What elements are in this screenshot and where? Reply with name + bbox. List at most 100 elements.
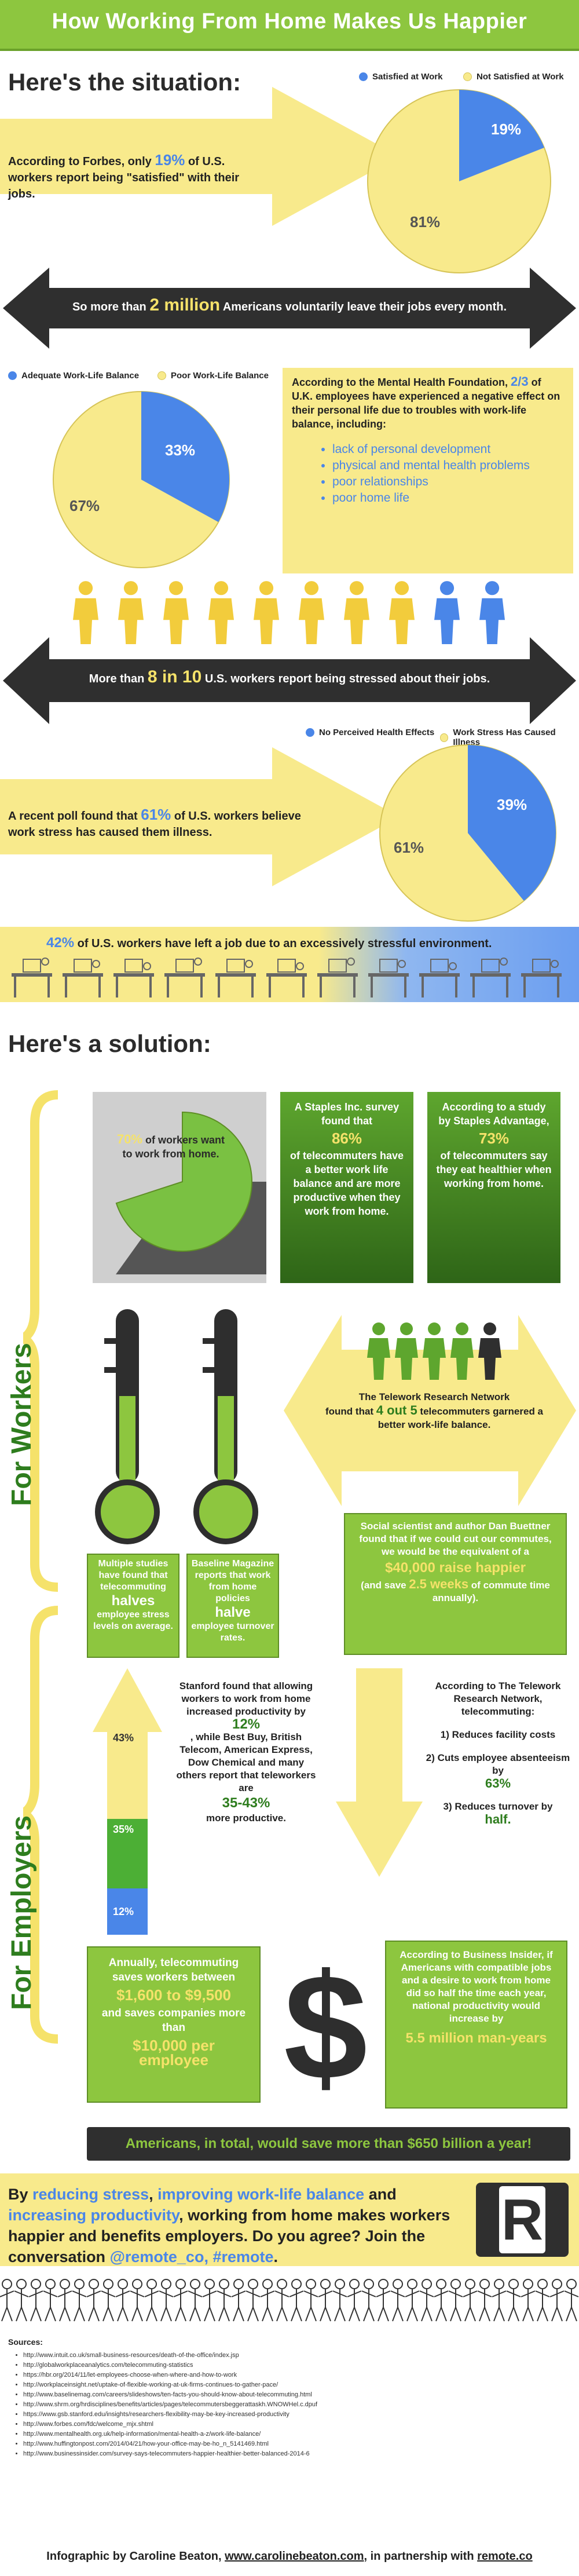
crowd-person-icon — [72, 2279, 87, 2322]
pie-slice-no-effects — [468, 745, 556, 901]
blue-dot-icon — [8, 371, 17, 380]
down-arrow-icon — [336, 1668, 423, 1877]
big-arrow-right-icon — [0, 747, 400, 886]
person-icon — [73, 581, 98, 644]
crowd-illustration — [0, 2279, 579, 2322]
desk-icon — [266, 959, 307, 997]
source-link[interactable]: http://www.businessinsider.com/survey-sa… — [23, 2449, 567, 2459]
crowd-person-icon — [231, 2279, 246, 2322]
page-title: How Working From Home Makes Us Happier — [52, 9, 527, 34]
crowd-person-icon — [303, 2279, 318, 2322]
pie3-label-b: 61% — [394, 839, 424, 856]
legend-adequate: Adequate Work-Life Balance — [8, 371, 139, 381]
crowd-person-icon — [0, 2279, 14, 2322]
desk-icon — [317, 958, 358, 997]
crowd-person-icon — [57, 2279, 72, 2322]
double-arrow-icon — [3, 268, 576, 349]
blue-dot-icon — [359, 72, 368, 81]
source-link[interactable]: https://www.gsb.stanford.edu/insights/re… — [23, 2410, 567, 2420]
crowd-person-icon — [159, 2279, 174, 2322]
brackets — [23, 1090, 58, 2044]
pie-chart-satisfaction — [367, 89, 551, 273]
crowd-person-icon — [173, 2279, 188, 2322]
trn2-text: According to The Telework Research Netwo… — [426, 1680, 570, 1826]
source-link[interactable]: http://www.intuit.co.uk/small-business-r… — [23, 2351, 567, 2361]
yellow-double-arrow-icon — [284, 1315, 576, 1506]
crowd-person-icon — [506, 2279, 521, 2322]
crowd-person-icon — [549, 2279, 565, 2322]
legend-no-effects: No Perceived Health Effects — [306, 728, 434, 737]
office-desks-illustration — [12, 958, 562, 997]
crowd-person-icon — [28, 2279, 43, 2322]
crowd-person-icon — [448, 2279, 463, 2322]
pie-slice-want-home — [115, 1111, 252, 1252]
telecommuters-icons — [367, 1322, 501, 1380]
remote-logo: R — [476, 2183, 569, 2257]
pie2-label-b: 67% — [69, 497, 100, 514]
situation-title: Here's the situation: — [8, 68, 241, 96]
people-row — [73, 581, 505, 644]
footer-credit: Infographic by Caroline Beaton, www.caro… — [46, 2550, 533, 2563]
thermometers-illustration — [95, 1309, 258, 1544]
crowd-person-icon — [202, 2279, 217, 2322]
person-icon — [344, 581, 369, 644]
crowd-person-icon — [463, 2279, 478, 2322]
crowd-person-icon — [347, 2279, 362, 2322]
pie-slice-adequate — [141, 392, 230, 522]
savings-box: Annually, telecommuting saves workers be… — [87, 1946, 261, 2103]
source-link[interactable]: https://hbr.org/2014/11/let-employees-ch… — [23, 2370, 567, 2380]
bullet-item: poor relationships — [332, 474, 564, 490]
crowd-person-icon — [361, 2279, 376, 2322]
forbes-text: According to Forbes, only 19% of U.S. wo… — [8, 151, 240, 200]
pie-slice-satisfied — [459, 90, 544, 181]
left-job-banner: 42% of U.S. workers have left a job due … — [0, 927, 579, 1002]
pie3-label-a: 39% — [497, 796, 527, 813]
pie1-label-b: 81% — [410, 213, 441, 231]
bar-label-35: 35% — [113, 1824, 134, 1835]
side-label-employers: For Employers — [6, 1815, 37, 2010]
person-icon — [254, 581, 279, 644]
desk-icon — [521, 959, 562, 997]
crowd-person-icon — [434, 2279, 449, 2322]
up-arrow-productivity — [93, 1668, 162, 1935]
desk-icon — [63, 959, 103, 997]
person-icon — [208, 581, 234, 644]
solution-title: Here's a solution: — [8, 1030, 211, 1057]
double-arrow-icon — [3, 637, 576, 724]
pie1-label-a: 19% — [491, 120, 522, 138]
crowd-person-icon — [405, 2279, 420, 2322]
crowd-person-icon — [521, 2279, 536, 2322]
legend-poor: Poor Work-Life Balance — [157, 371, 269, 381]
site-link-caroline[interactable]: www.carolinebeaton.com — [225, 2550, 364, 2563]
sources-title: Sources: — [8, 2337, 43, 2347]
source-link[interactable]: http://www.huffingtonpost.com/2014/04/21… — [23, 2439, 567, 2449]
source-link[interactable]: http://globalworkplaceanalytics.com/tele… — [23, 2361, 567, 2370]
crowd-person-icon — [86, 2279, 101, 2322]
buettner-box: Social scientist and author Dan Buettner… — [344, 1513, 567, 1655]
person-icon — [299, 581, 324, 644]
bar-segment-12 — [107, 1888, 148, 1935]
crowd-person-icon — [260, 2279, 275, 2322]
crowd-person-icon — [332, 2279, 347, 2322]
source-link[interactable]: http://www.shrm.org/hrdisciplines/benefi… — [23, 2400, 567, 2410]
source-link[interactable]: http://www.baselinemag.com/careers/slide… — [23, 2390, 567, 2400]
source-link[interactable]: http://workplaceinsight.net/uptake-of-fl… — [23, 2380, 567, 2390]
yellow-dot-icon — [157, 371, 166, 380]
source-link[interactable]: http://www.forbes.com/fdc/welcome_mjx.sh… — [23, 2420, 567, 2429]
person-icon — [479, 581, 505, 644]
turnover-halve-box: Baseline Magazine reports that work from… — [186, 1554, 279, 1658]
source-link[interactable]: http://www.mentalhealth.org.uk/help-info… — [23, 2429, 567, 2439]
crowd-person-icon — [245, 2279, 261, 2322]
illness-text: A recent poll found that 61% of U.S. wor… — [8, 806, 301, 839]
yellow-dot-icon — [440, 733, 449, 742]
crowd-person-icon — [43, 2279, 58, 2322]
bullet-item: physical and mental health problems — [332, 458, 564, 474]
pie-chart-want-home — [115, 1111, 266, 1274]
crowd-person-icon — [477, 2279, 492, 2322]
telecommuter-icon — [423, 1322, 446, 1380]
bullet-item: lack of personal development — [332, 441, 564, 458]
crowd-person-icon — [289, 2279, 304, 2322]
site-link-remote[interactable]: remote.co — [477, 2550, 533, 2563]
mental-health-box: According to the Mental Health Foundatio… — [283, 368, 573, 573]
pie2-label-a: 33% — [165, 441, 196, 459]
